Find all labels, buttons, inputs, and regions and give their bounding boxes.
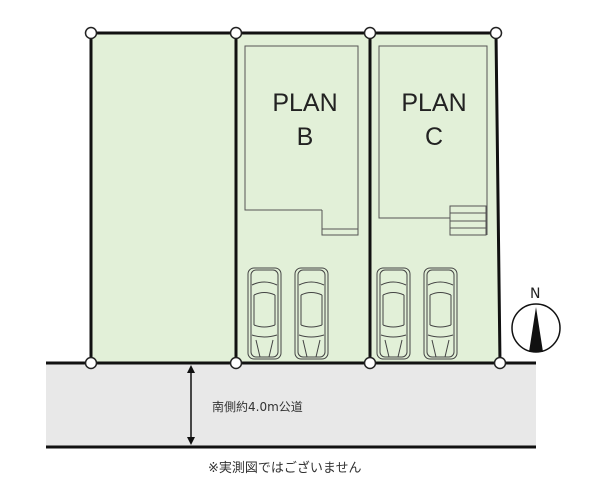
disclaimer-note: ※実測図ではございません [208,461,362,476]
boundary-marker [229,26,243,40]
lot-a [89,31,238,365]
lot-b [234,31,372,365]
lot-c [368,31,502,365]
plan-c-label: PLAN C [384,86,484,154]
road-label: 南側約4.0m公道 [212,400,303,414]
plan-b-title: PLAN [272,89,338,117]
boundary-marker [84,356,98,370]
car-icon [294,267,329,360]
boundary-marker [493,356,507,370]
car-icon [423,267,458,360]
boundary-marker [84,26,98,40]
compass-north-label: N [530,286,541,302]
car-icon [376,267,411,360]
boundary-marker [363,356,377,370]
house-b [244,45,359,236]
plan-b-letter: B [296,123,314,151]
boundary-marker [229,356,243,370]
car-icon [247,267,282,360]
boundary-marker [489,26,503,40]
compass-icon [511,303,561,353]
road [46,363,536,447]
plan-b-label: PLAN B [255,86,355,154]
plan-c-letter: C [424,123,444,151]
boundary-marker [363,26,377,40]
house-c [378,45,488,236]
plan-c-title: PLAN [401,89,467,117]
